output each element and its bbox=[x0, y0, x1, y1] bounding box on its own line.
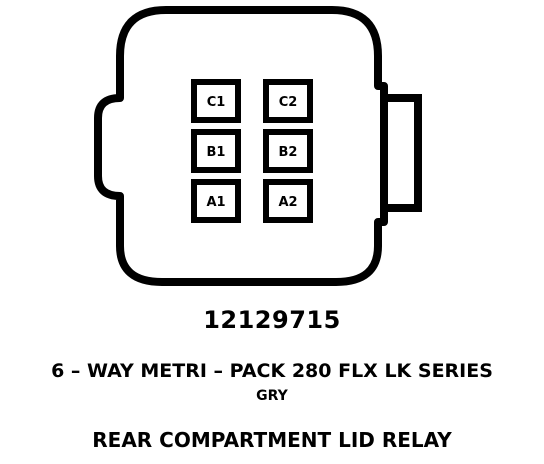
terminal-label-a1: A1 bbox=[206, 195, 225, 210]
connector-description: 6 – WAY METRI – PACK 280 FLX LK SERIES bbox=[51, 360, 493, 382]
connector-diagram: C1 C2 B1 B2 A1 A2 bbox=[94, 6, 422, 286]
locking-tab bbox=[380, 94, 422, 212]
terminal-box bbox=[191, 79, 241, 123]
terminal-label-a2: A2 bbox=[278, 195, 297, 210]
component-name: REAR COMPARTMENT LID RELAY bbox=[92, 428, 452, 452]
part-number: 12129715 bbox=[203, 306, 341, 334]
terminal-cavity-b1: B1 bbox=[191, 129, 241, 173]
terminal-cavity-a2: A2 bbox=[263, 179, 313, 223]
terminal-label-c2: C2 bbox=[279, 95, 298, 110]
terminal-cavity-b2: B2 bbox=[263, 129, 313, 173]
terminal-cavity-c2: C2 bbox=[263, 79, 313, 123]
terminal-label-b2: B2 bbox=[279, 145, 298, 160]
terminal-box bbox=[191, 129, 241, 173]
terminal-label-b1: B1 bbox=[207, 145, 226, 160]
terminal-box bbox=[191, 179, 241, 223]
terminal-cavity-c1: C1 bbox=[191, 79, 241, 123]
terminal-cavity-a1: A1 bbox=[191, 179, 241, 223]
terminal-box bbox=[263, 179, 313, 223]
terminal-box bbox=[263, 129, 313, 173]
connector-color: GRY bbox=[256, 388, 288, 404]
terminal-box bbox=[263, 79, 313, 123]
terminal-label-c1: C1 bbox=[207, 95, 226, 110]
